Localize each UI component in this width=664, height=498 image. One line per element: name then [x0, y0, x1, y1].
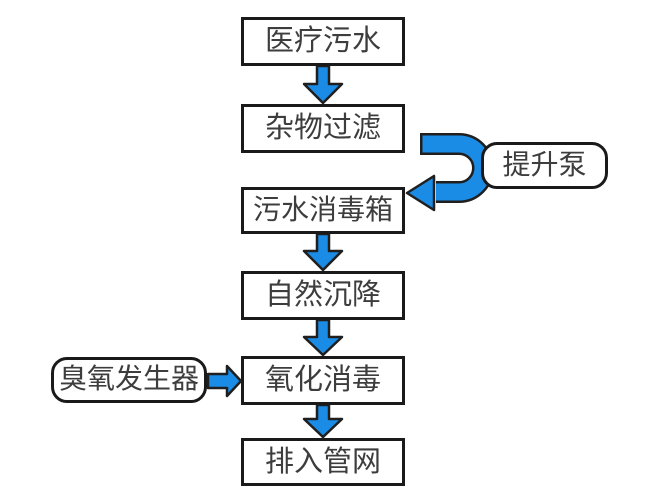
arrow-down-2-icon	[302, 232, 344, 272]
node-medical-wastewater: 医疗污水	[241, 17, 405, 66]
node-debris-filtering: 杂物过滤	[241, 104, 405, 153]
arrow-right-ozone-icon	[206, 364, 243, 398]
node-oxidation-disinfection-label: 氧化消毒	[264, 364, 381, 396]
arrow-down-3-icon	[302, 318, 344, 357]
u-turn-arrow-head	[405, 174, 436, 212]
node-sewage-disinfection-tank-label: 污水消毒箱	[252, 194, 393, 226]
node-oxidation-disinfection: 氧化消毒	[241, 356, 405, 405]
node-debris-filtering-label: 杂物过滤	[264, 112, 381, 144]
node-medical-wastewater-label: 医疗污水	[264, 25, 381, 57]
node-sewage-disinfection-tank: 污水消毒箱	[241, 187, 405, 234]
node-natural-sedimentation: 自然沉降	[241, 271, 405, 320]
node-ozone-generator: 臭氧发生器	[51, 357, 207, 403]
node-discharge-pipe-network: 排入管网	[241, 438, 405, 486]
node-natural-sedimentation-label: 自然沉降	[264, 279, 381, 311]
node-lift-pump: 提升泵	[481, 142, 608, 189]
u-turn-arrow-icon	[405, 133, 494, 212]
arrow-down-4-icon	[302, 403, 344, 439]
arrow-down-1-icon	[302, 64, 344, 105]
node-discharge-pipe-network-label: 排入管网	[264, 445, 381, 478]
node-ozone-generator-label: 臭氧发生器	[58, 364, 199, 395]
node-lift-pump-label: 提升泵	[502, 149, 587, 181]
